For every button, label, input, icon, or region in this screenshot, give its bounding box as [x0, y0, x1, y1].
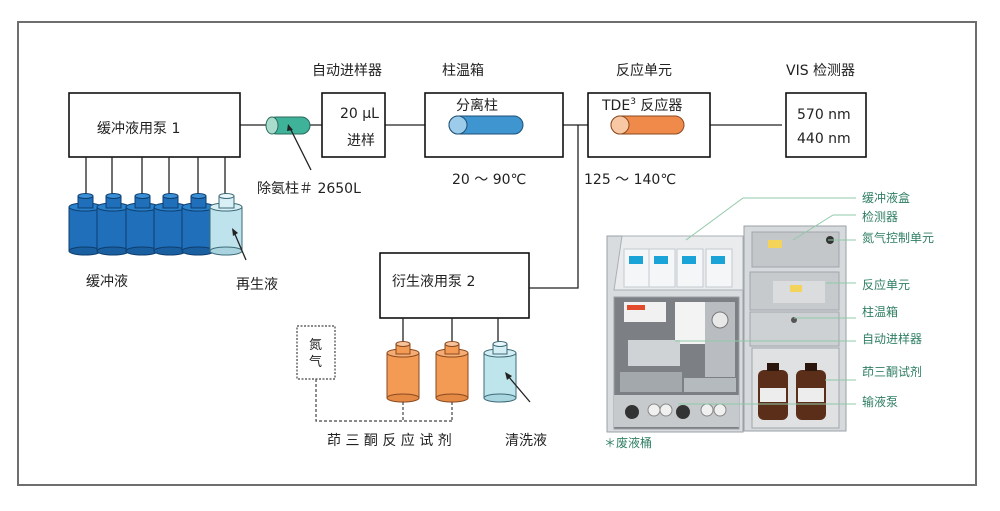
- waste-footnote: ＊废液桶: [604, 435, 652, 450]
- callout-autosampler: 自动进样器: [862, 331, 922, 346]
- separation-column-label: 分离柱: [456, 97, 498, 114]
- reactor-temp: 125 ～ 140℃: [584, 172, 676, 188]
- buffer-tubes: [85, 157, 226, 197]
- buffer-bottle-icon: [96, 193, 130, 256]
- ammonia-column-label: 除氨柱＃ 2650L: [257, 181, 361, 197]
- pump1-label: 缓冲液用泵 1: [97, 121, 180, 137]
- pump1-box: [68, 92, 241, 158]
- callout-reaction-unit: 反应单元: [862, 277, 910, 292]
- injection-volume: 20 μL: [340, 106, 379, 122]
- detector-box: [785, 92, 867, 158]
- ammonia-column-pointer: [289, 127, 312, 171]
- buffer-bottle-icon: [153, 193, 187, 256]
- buffer-box-bottles: [623, 248, 733, 288]
- nitrogen-label-1: 氮: [309, 338, 322, 353]
- wavelength-1: 570 nm: [797, 107, 851, 123]
- buffer-bottle-icon: [125, 193, 159, 256]
- pump2-label: 衍生液用泵 2: [392, 274, 475, 290]
- callout-nitrogen-control: 氮气控制单元: [862, 230, 934, 245]
- ninhydrin-bottle-icon: [386, 341, 420, 403]
- autosampler-box: [321, 92, 386, 158]
- buffer-label: 缓冲液: [86, 274, 128, 290]
- callout-pump: 输液泵: [862, 394, 898, 409]
- nitrogen-box: [296, 325, 336, 380]
- wash-pointer: [507, 375, 531, 403]
- callout-buffer-box: 缓冲液盒: [862, 190, 910, 205]
- pump2-box: [379, 252, 530, 319]
- derivative-line: [529, 125, 579, 289]
- buffer-bottle-icon: [181, 193, 215, 256]
- wash-arrowhead-icon: [505, 372, 512, 380]
- wash-label: 清洗液: [505, 433, 547, 449]
- buffer-bottle-icon: [68, 193, 102, 256]
- regen-arrowhead-icon: [232, 228, 238, 236]
- separation-column-icon: [448, 115, 524, 135]
- column-oven-header: 柱温箱: [442, 63, 484, 79]
- reactor-label: TDE3 反应器: [601, 97, 682, 114]
- callout-detector: 检测器: [862, 209, 898, 224]
- ninhydrin-bottle-icon: [435, 341, 469, 403]
- nitrogen-dashed-line: [315, 379, 452, 422]
- column-temp: 20 ～ 90℃: [452, 172, 526, 188]
- ammonia-arrowhead-icon: [287, 124, 293, 131]
- buffer-bottles: [68, 193, 243, 256]
- regen-pointer: [233, 231, 247, 261]
- regen-label: 再生液: [236, 277, 278, 293]
- callout-column-oven: 柱温箱: [862, 304, 898, 319]
- wash-bottle-icon: [483, 341, 517, 403]
- ninhydrin-label: 茚 三 酮 反 应 试 剂: [327, 432, 452, 449]
- callout-ninhydrin: 茚三酮试剂: [862, 364, 922, 379]
- instrument-photo: [606, 225, 847, 433]
- regen-bottle-icon: [209, 193, 243, 256]
- autosampler-header: 自动进样器: [312, 63, 382, 79]
- diagram-frame: [17, 21, 977, 486]
- wavelength-2: 440 nm: [797, 131, 851, 147]
- callout-lines: [675, 197, 856, 405]
- pump2-tubes: [402, 318, 499, 345]
- reactor-coil-icon: [610, 115, 685, 135]
- detector-header: VIS 检测器: [786, 63, 855, 79]
- reaction-unit-header: 反应单元: [616, 62, 672, 79]
- nitrogen-label-2: 气: [309, 354, 322, 370]
- injection-label: 进样: [347, 133, 375, 149]
